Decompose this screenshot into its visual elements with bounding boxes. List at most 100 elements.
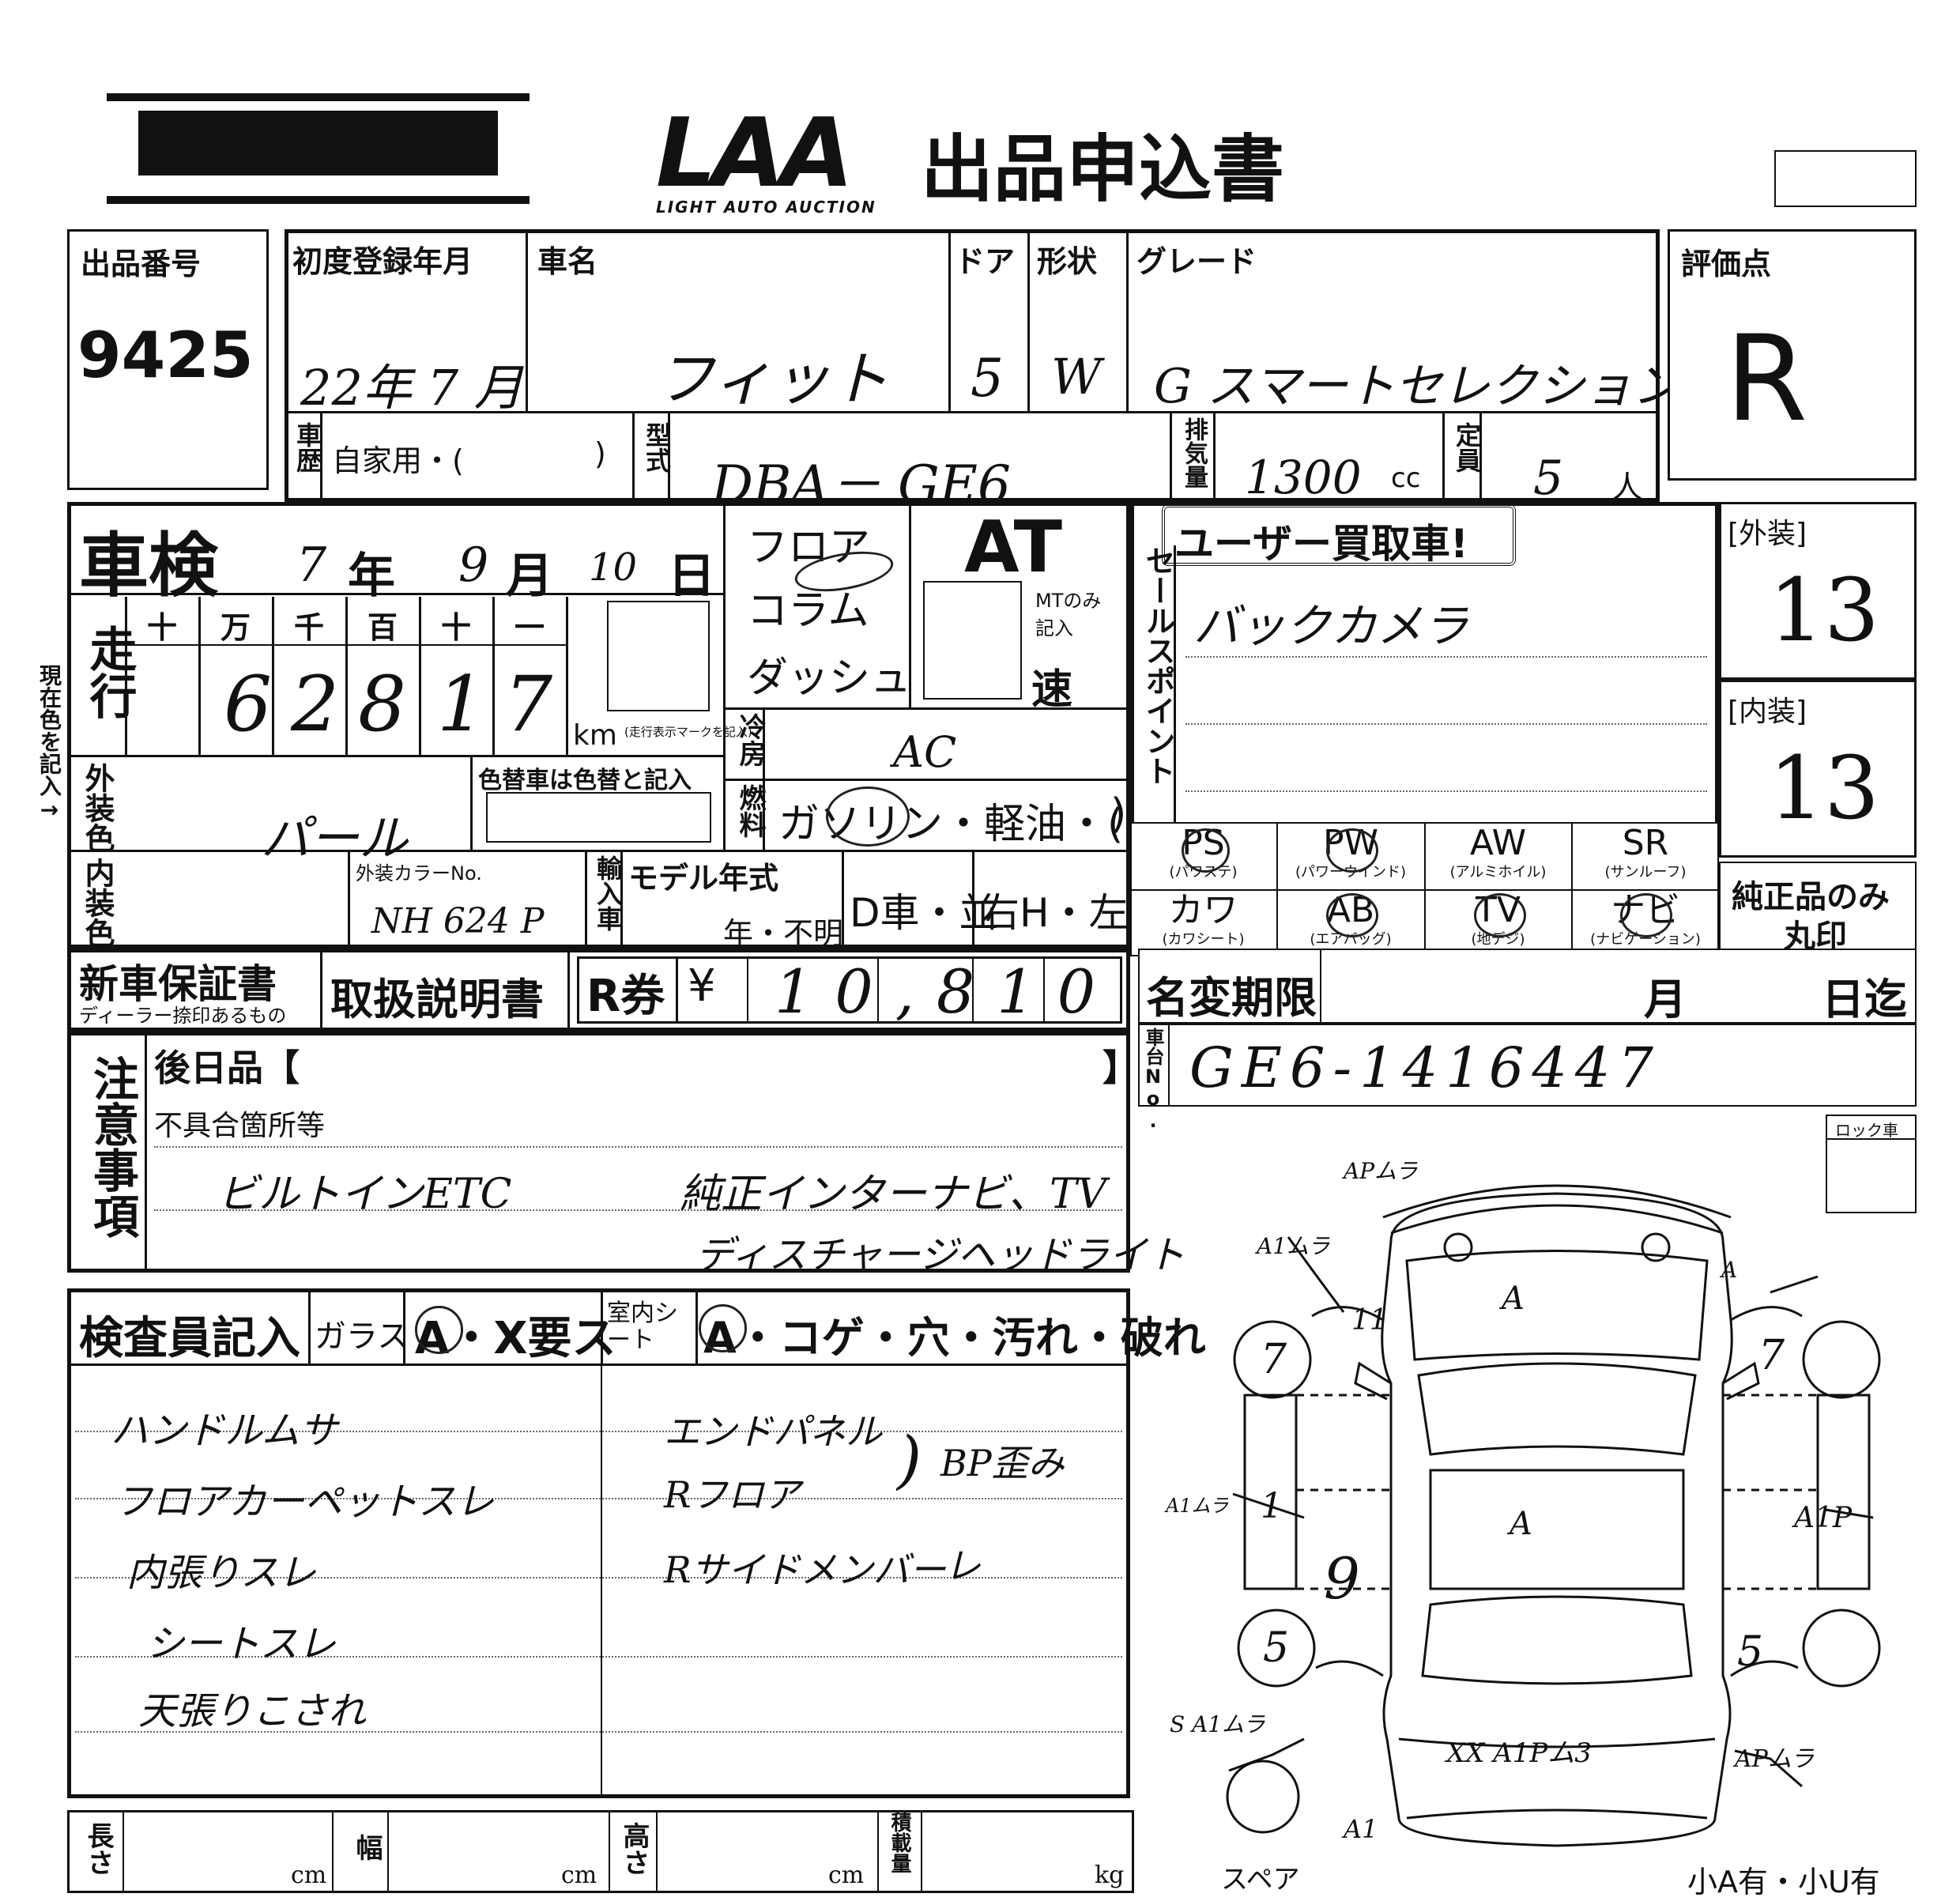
car-name-label: 車名 (537, 244, 598, 279)
car-body-outline (1381, 1192, 1733, 1847)
side-label: 現在色を記入→ (36, 664, 62, 823)
page-title: 出品申込書 (921, 127, 1285, 212)
height-unit: cm (828, 1861, 865, 1889)
name-change-month: 月 (1644, 975, 1687, 1024)
headlight-right (1641, 1232, 1671, 1262)
aircon-value: AC (893, 727, 957, 777)
car-diagram (1226, 1184, 1881, 1847)
inspector-mark-0: BP歪み (940, 1442, 1065, 1484)
equipment-sr: SR (サンルーフ) (1572, 826, 1719, 881)
genuine-only-line1: 純正品のみ (1732, 879, 1890, 915)
mileage-digit-3: 1 (437, 660, 486, 749)
spare-label: スペア (1221, 1864, 1300, 1895)
equipment-ab-desc: (エアバッグ) (1310, 931, 1392, 948)
shift-floor: フロア (747, 524, 871, 571)
lot-number-label: 出品番号 (81, 247, 202, 281)
inspector-note-right-0: エンドパネル (664, 1410, 882, 1453)
equipment-aw: AW (アルミホイル) (1425, 826, 1571, 881)
vehicle-info-box (285, 229, 1660, 502)
inspector-note-0: ハンドルムサ (111, 1409, 338, 1453)
small-dent-label: 小A有・小U有 (1687, 1865, 1880, 1899)
repaint-box (486, 792, 711, 843)
note-item-0: ビルトインETC (217, 1171, 512, 1218)
diagram-annotation-4: 7 (1758, 1332, 1785, 1379)
inspection-month-label: 月 (506, 549, 553, 604)
history-label: 車歴 (292, 422, 322, 473)
warranty-sub: ディーラー捺印あるもの (79, 1005, 287, 1027)
mileage-digit-label-0: 十 (147, 610, 178, 645)
sales-points-label: セールスポイント (1140, 545, 1175, 786)
seat-a-circle (699, 1304, 747, 1352)
recycle-box (577, 956, 1122, 1024)
inspector-bracket: ) (897, 1423, 922, 1496)
lock-box: ロック車 (1826, 1115, 1917, 1213)
diagram-annotation-10: A1P (1794, 1502, 1853, 1534)
user-buyback-stamp: ユーザー買取車! (1162, 504, 1516, 567)
sales-point-text: バックカメラ (1193, 599, 1469, 653)
import-label: 輸入車 (593, 855, 623, 931)
dimensions-box (67, 1810, 1134, 1893)
handle: 右H・左H (980, 890, 1159, 936)
speed-label: 速 (1031, 666, 1073, 714)
history-value: 自家用・( (332, 443, 464, 478)
capacity-label: 定員 (1452, 422, 1482, 473)
shape-label: 形状 (1037, 244, 1098, 279)
mileage-digit-2: 8 (358, 660, 407, 749)
color-no-label: 外装カラーNo. (356, 862, 482, 884)
exterior-score-label: [外装] (1728, 518, 1807, 550)
later-items-close: 】 (1102, 1047, 1139, 1089)
length-unit: cm (291, 1861, 327, 1889)
mileage-digit-label-3: 百 (368, 610, 398, 645)
exterior-color-value: パール (261, 809, 409, 867)
inspector-note-1: フロアカーペットスレ (115, 1480, 495, 1524)
inspection-day: 10 (589, 545, 638, 590)
transmission-value: AT (964, 506, 1063, 589)
equipment-aw-desc: (アルミホイル) (1449, 864, 1547, 881)
mileage-digit-label-1: 万 (220, 610, 251, 645)
diagram-annotation-9: 1 (1261, 1486, 1283, 1526)
inspector-note-3: シートスレ (146, 1622, 337, 1666)
diagram-annotation-13: XX A1Pム3 (1446, 1737, 1592, 1769)
inspection-day-label: 日 (668, 549, 715, 604)
manual-label: 取扱説明書 (330, 975, 544, 1024)
later-items-label: 後日品【 (154, 1047, 300, 1089)
grade-label: グレード (1136, 244, 1257, 279)
equipment-aw-code: AW (1469, 823, 1527, 863)
diagram-annotation-15: A1 (1344, 1814, 1378, 1844)
recycle-label: R券 (586, 971, 665, 1022)
fuel-gasoline-circle (826, 786, 910, 847)
inspector-note-right-1: Rフロア (664, 1473, 801, 1516)
pw-circle (1326, 828, 1378, 873)
fuel-label: 燃料 (734, 784, 766, 838)
inspection-month: 9 (458, 537, 489, 593)
seat-label: 室内シート (607, 1299, 678, 1354)
diagram-annotation-16: 9 (1324, 1545, 1360, 1612)
mileage-note: (走行表示マークを記入) (624, 725, 752, 739)
diagram-annotation-2: A (1502, 1281, 1525, 1317)
width-unit: cm (561, 1861, 597, 1889)
inspector-note-right-2: Rサイドメンバー (664, 1548, 946, 1591)
chassis-value: GE6-1416447 (1189, 1035, 1661, 1100)
diagram-annotation-8: A (1510, 1506, 1532, 1542)
mileage-digit-label-5: 一 (514, 610, 545, 645)
headlight-left (1443, 1232, 1473, 1262)
repaint-note: 色替車は色替と記入 (478, 767, 692, 794)
navi-circle (1620, 893, 1672, 937)
lot-number: 9425 (77, 319, 254, 392)
displacement-unit: cc (1391, 462, 1421, 494)
exterior-color-label: 外装色 (80, 763, 115, 853)
history-close: ) (594, 436, 606, 471)
mileage-digit-0: 6 (224, 660, 273, 749)
redacted-stamp (107, 93, 530, 204)
notes-box (67, 1032, 1130, 1273)
left-side-panel (1243, 1394, 1298, 1590)
diagram-annotation-14: APムラ (1735, 1745, 1815, 1773)
stamp-text: ユーザー買取車! (1174, 521, 1468, 567)
registration-value: 22年 7 月 (300, 359, 523, 417)
inspection-year-label: 年 (348, 549, 395, 604)
diagram-annotation-17: 11 (1351, 1304, 1388, 1337)
equipment-navi-desc: (ナビゲーション) (1590, 931, 1701, 948)
diagram-annotation-12: S A1ムラ (1170, 1711, 1265, 1737)
interior-score-value: 13 (1769, 737, 1879, 839)
inspector-note-4: 天張りこされ (138, 1689, 367, 1733)
